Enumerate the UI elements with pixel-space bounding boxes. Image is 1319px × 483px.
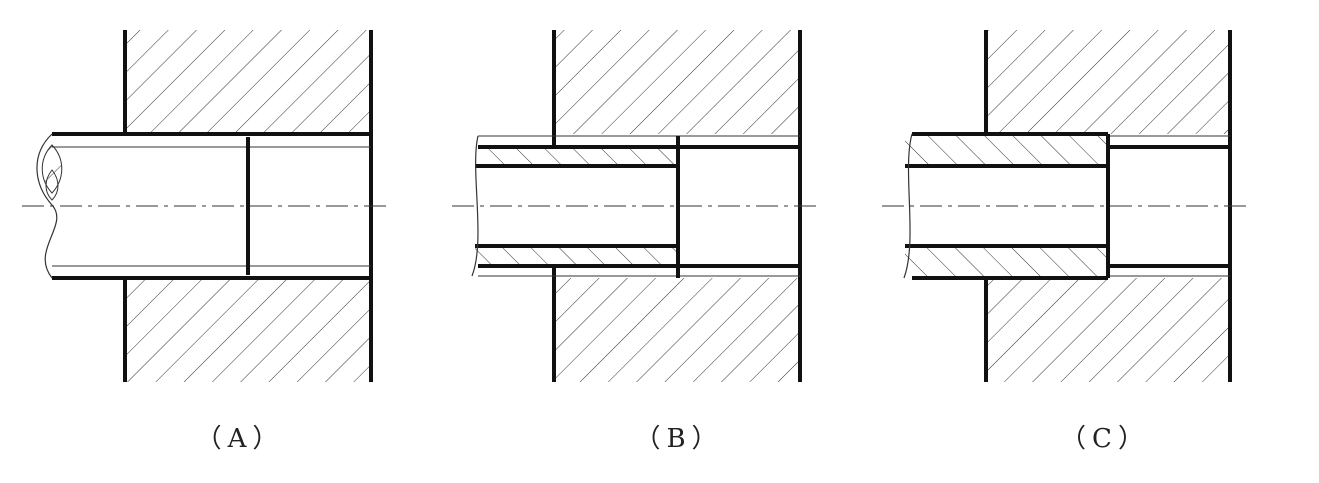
housing-top-hatch xyxy=(125,30,371,134)
housing-bottom-hatch xyxy=(554,278,800,382)
break-line xyxy=(903,133,913,279)
housing-top-hatch xyxy=(554,30,800,134)
figure-a xyxy=(22,30,392,382)
sleeve-top-hatch xyxy=(475,147,678,166)
figure-c-caption: （C） xyxy=(1060,424,1150,454)
figure-b-caption: （B） xyxy=(634,424,724,454)
figure-c xyxy=(882,30,1252,382)
housing-bottom-hatch xyxy=(125,278,371,382)
housing-bottom-hatch xyxy=(986,278,1230,382)
shaft-break-lobe-top xyxy=(41,144,63,194)
sleeve-bottom-hatch xyxy=(475,246,678,266)
sleeve-top-hatch xyxy=(905,134,1108,166)
shaft-break-lobe-bottom xyxy=(45,169,59,201)
figure-b xyxy=(452,30,820,382)
break-line xyxy=(471,135,479,277)
sleeve-bottom-hatch xyxy=(905,246,1108,278)
figure-a-caption: （A） xyxy=(195,424,285,454)
housing-top-hatch xyxy=(986,30,1230,134)
shaft-break-line xyxy=(36,133,58,279)
